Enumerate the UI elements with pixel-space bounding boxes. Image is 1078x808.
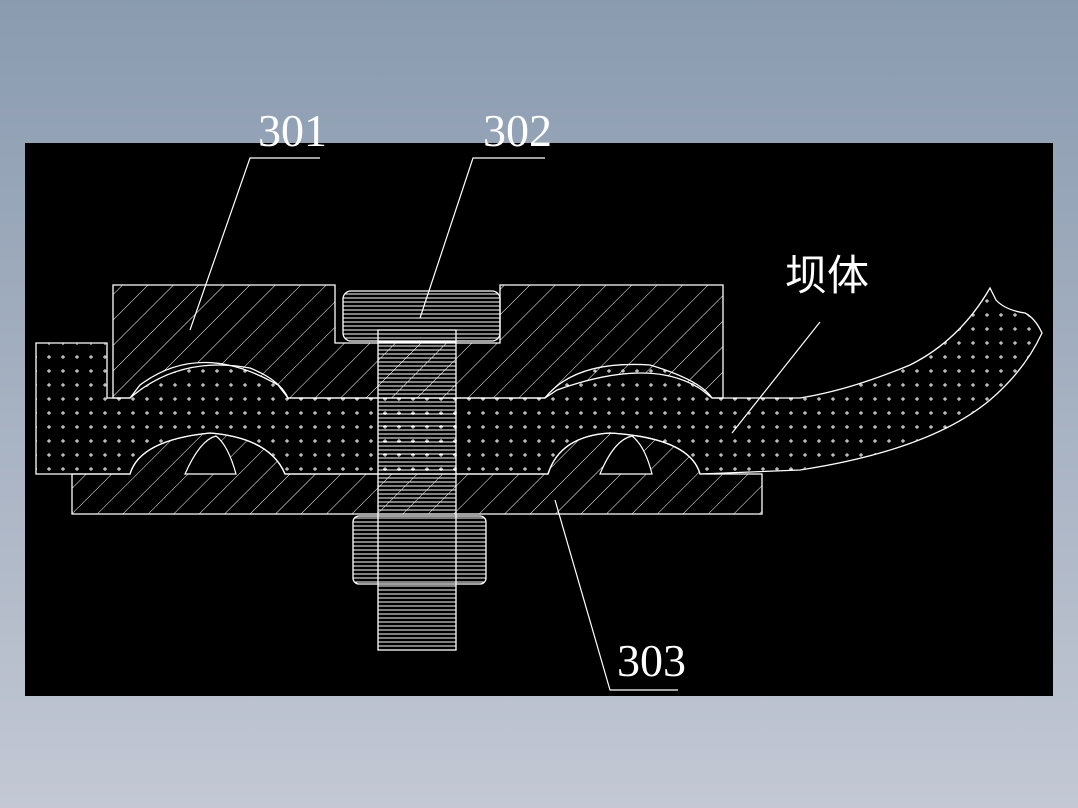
label-303: 303 [617, 635, 686, 686]
leader-302 [419, 157, 545, 319]
bottom-clamp-plate [71, 432, 763, 515]
leader-301 [189, 157, 320, 331]
label-302: 302 [483, 105, 552, 156]
label-301: 301 [258, 105, 327, 156]
leader-dam-body [731, 321, 821, 434]
leader-303 [554, 499, 678, 691]
leader-lines [189, 157, 821, 691]
bolt-302 [342, 290, 501, 651]
rubber-waterstop [35, 286, 1043, 475]
label-dam-body: 坝体 [785, 251, 870, 300]
